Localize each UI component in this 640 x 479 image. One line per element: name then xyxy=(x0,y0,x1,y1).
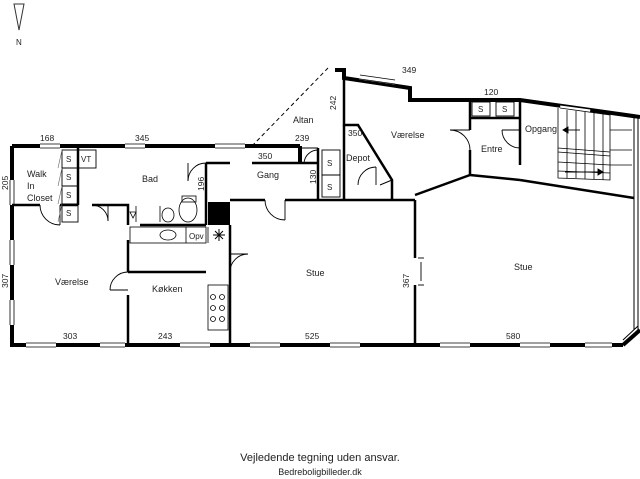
dishwasher-label: Opv xyxy=(189,232,204,241)
closet-shelves xyxy=(61,101,515,223)
room-entre: Entre xyxy=(481,144,503,154)
pillar xyxy=(208,202,230,225)
staircase xyxy=(557,107,632,181)
shelf-label: S xyxy=(327,183,332,192)
room-koekken: Køkken xyxy=(152,284,183,294)
dimension-205: 205 xyxy=(0,176,10,190)
fan-icon xyxy=(213,229,225,241)
dimension-303: 303 xyxy=(63,331,77,341)
compass-label: N xyxy=(16,38,22,47)
shelf-label: S xyxy=(66,155,71,164)
dimension-350-bad: 350 xyxy=(258,151,272,161)
water-heater-label: VT xyxy=(81,155,91,164)
dimension-307: 307 xyxy=(0,274,10,288)
room-stue-mid: Stue xyxy=(306,268,325,278)
east-wall xyxy=(622,117,639,341)
website-credit: Bedreboligbilleder.dk xyxy=(278,467,362,477)
dimension-130: 130 xyxy=(308,170,318,184)
balcony-edge xyxy=(251,67,329,147)
dimension-350-v: 350 xyxy=(348,128,362,138)
dimension-345: 345 xyxy=(135,133,149,143)
closet-shelf-diagonals xyxy=(57,149,63,223)
shelf-label: S xyxy=(478,105,483,114)
shelf-label: S xyxy=(327,159,332,168)
room-walk-in-closet: In xyxy=(27,181,35,191)
doors xyxy=(39,129,521,291)
dimension-120: 120 xyxy=(484,87,498,97)
shelf-label: S xyxy=(66,209,71,218)
shelf-label: S xyxy=(66,173,71,182)
north-arrow-icon xyxy=(13,3,25,31)
window-lines xyxy=(9,74,612,348)
room-vaerelse-left: Værelse xyxy=(55,277,89,287)
exterior-walls xyxy=(10,68,640,347)
kitchen-counter xyxy=(129,226,229,331)
dimension-367: 367 xyxy=(401,274,411,288)
disclaimer-text: Vejledende tegning uden ansvar. xyxy=(240,452,400,464)
dimension-242: 242 xyxy=(328,96,338,110)
room-vaerelse-top: Værelse xyxy=(391,130,425,140)
dimension-349: 349 xyxy=(402,65,416,75)
room-opgang: Opgang xyxy=(525,124,557,134)
dimension-168: 168 xyxy=(40,133,54,143)
shelf-label: S xyxy=(502,105,507,114)
dimension-580: 580 xyxy=(506,331,520,341)
room-depot: Depot xyxy=(346,153,371,163)
room-stue-right: Stue xyxy=(514,262,533,272)
shelf-label: S xyxy=(66,191,71,200)
room-bad: Bad xyxy=(142,174,158,184)
room-altan: Altan xyxy=(293,115,314,125)
stair-arrow-icon xyxy=(562,126,604,176)
dimension-525: 525 xyxy=(305,331,319,341)
dimension-239: 239 xyxy=(295,133,309,143)
bathroom-fixtures xyxy=(129,195,198,223)
room-walk-in-closet: Closet xyxy=(27,193,53,203)
dimension-243: 243 xyxy=(158,331,172,341)
dimension-196: 196 xyxy=(196,177,206,191)
room-walk-in-closet: Walk xyxy=(27,169,47,179)
depot-door xyxy=(379,179,393,186)
room-gang: Gang xyxy=(257,170,279,180)
